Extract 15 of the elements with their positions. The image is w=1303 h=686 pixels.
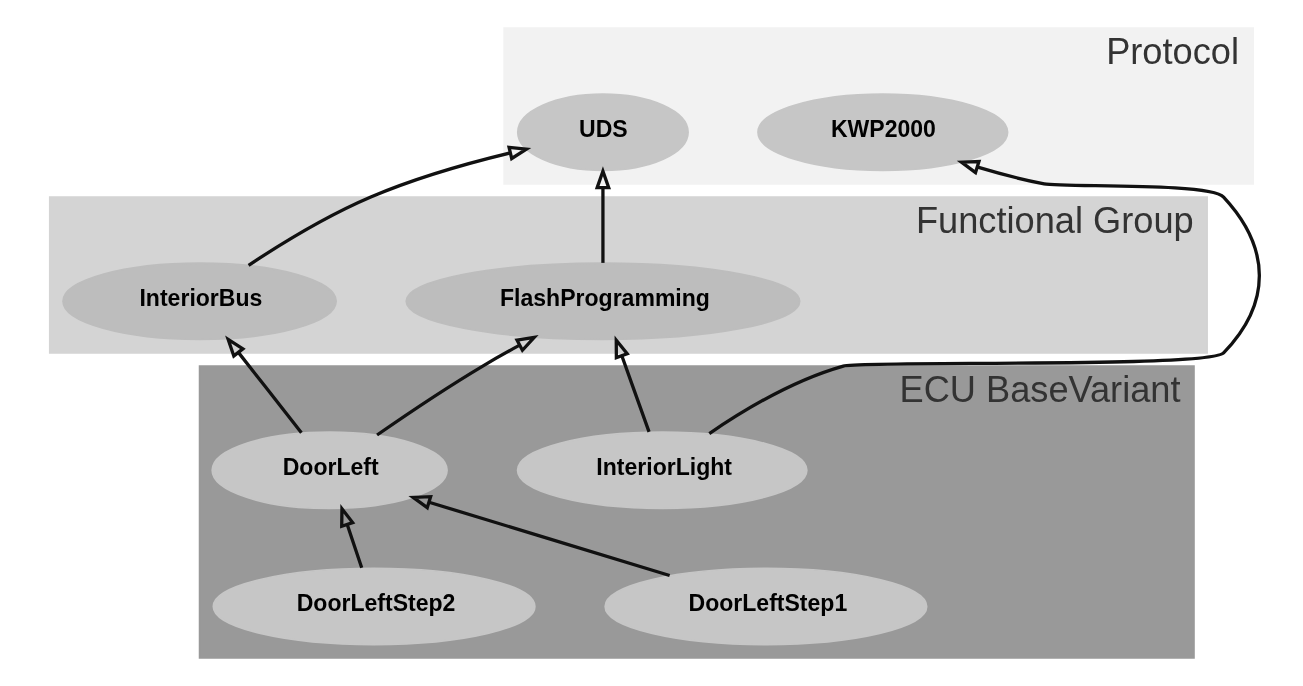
node-ellipse: DoorLeftStep2: [212, 567, 536, 646]
arrow: [708, 159, 1261, 435]
arrow: [614, 335, 651, 433]
arrow: [225, 335, 303, 434]
arrow: [340, 504, 364, 569]
arrow: [594, 166, 611, 263]
arrow: [247, 145, 532, 267]
arrow: [408, 494, 671, 578]
node-ellipse: DoorLeftStep1: [604, 567, 928, 646]
node-ellipse: KWP2000: [757, 93, 1009, 172]
node-ellipse: InteriorBus: [62, 262, 337, 341]
node-ellipse: InteriorLight: [516, 431, 808, 510]
node-ellipse: FlashProgramming: [405, 262, 801, 341]
arrow: [376, 335, 539, 437]
node-ellipse: UDS: [516, 93, 689, 172]
